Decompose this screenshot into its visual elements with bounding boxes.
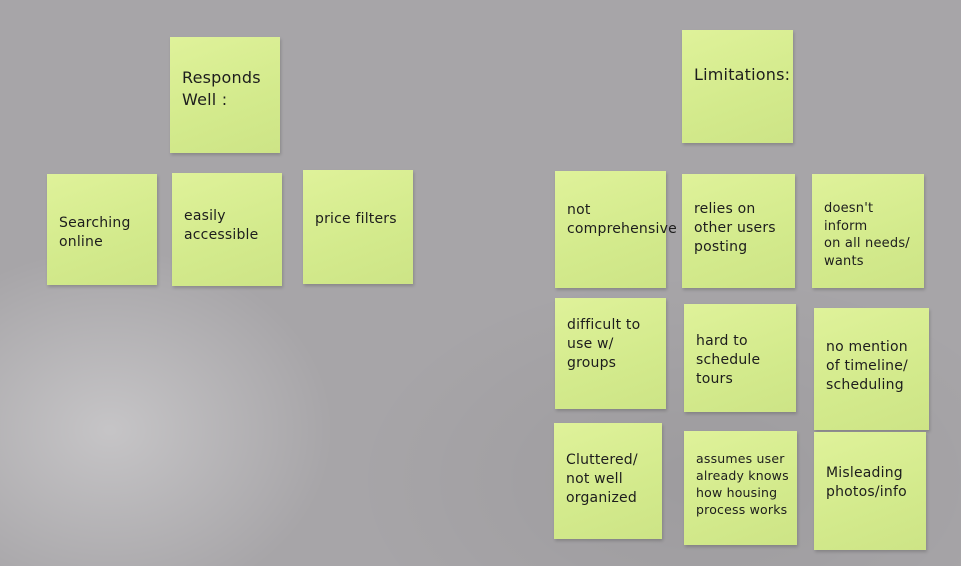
sticky-note-cluttered: Cluttered/ not well organized <box>554 423 662 539</box>
note-text: price filters <box>315 211 397 227</box>
note-text: assumes user already knows how housing p… <box>696 451 789 517</box>
limitations-header-text: Limitations: <box>694 65 791 84</box>
responds-well-header-note: Responds Well : <box>170 37 280 153</box>
sticky-note-difficult-groups: difficult to use w/ groups <box>555 298 666 409</box>
sticky-note-hard-to-schedule: hard to schedule tours <box>684 304 796 412</box>
note-text: Searching online <box>59 215 131 250</box>
sticky-note-easily-accessible: easily accessible <box>172 173 282 286</box>
sticky-note-misleading-photos: Misleading photos/info <box>814 432 926 550</box>
limitations-header-note: Limitations: <box>682 30 793 143</box>
note-text: Misleading photos/info <box>826 465 907 500</box>
sticky-note-not-comprehensive: not comprehensive <box>555 171 677 288</box>
note-text: not comprehensive <box>567 202 677 237</box>
note-text: Cluttered/ not well organized <box>566 452 638 506</box>
responds-well-header-text: Responds Well : <box>182 68 261 109</box>
note-text: relies on other users posting <box>694 201 776 255</box>
note-text: no mention of timeline/ scheduling <box>826 339 908 393</box>
sticky-note-doesnt-inform: doesn't inform on all needs/ wants <box>812 174 924 288</box>
sticky-note-assumes-user-knows: assumes user already knows how housing p… <box>684 431 797 545</box>
note-text: hard to schedule tours <box>696 333 761 387</box>
note-text: easily accessible <box>184 208 259 243</box>
sticky-note-no-mention-timeline: no mention of timeline/ scheduling <box>814 308 929 430</box>
sticky-note-price-filters: price filters <box>303 170 413 284</box>
sticky-note-searching-online: Searching online <box>47 174 157 285</box>
sticky-note-relies-on-users: relies on other users posting <box>682 174 795 288</box>
note-text: difficult to use w/ groups <box>567 317 641 371</box>
note-text: doesn't inform on all needs/ wants <box>824 201 910 269</box>
